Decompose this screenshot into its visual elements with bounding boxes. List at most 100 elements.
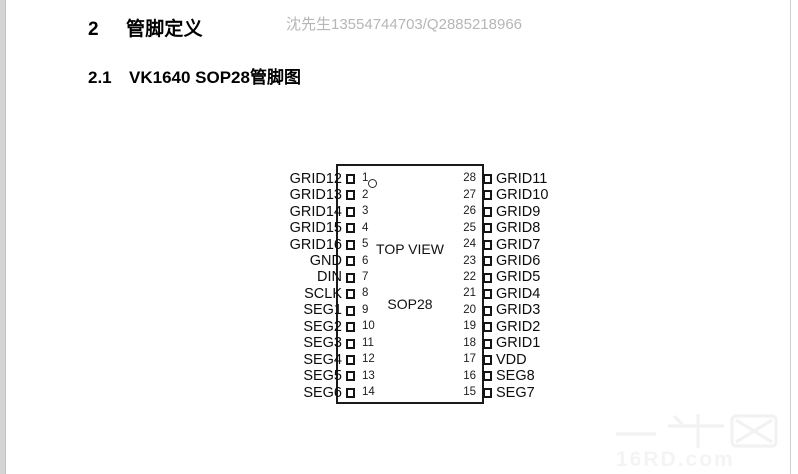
pin-pad-11 — [346, 338, 355, 349]
heading-2-text: VK1640 SOP28管脚图 — [129, 68, 301, 87]
pin-number-26: 26 — [463, 205, 476, 218]
pin-label-gnd: GND — [309, 253, 342, 269]
pin-label-grid13: GRID13 — [289, 187, 342, 204]
pin-label-din: DIN — [317, 269, 342, 286]
pin-label-grid7: GRID7 — [496, 236, 541, 253]
pin-pad-21 — [483, 289, 492, 300]
pin-row-8: SCLK 8 — [258, 286, 380, 302]
pin-label-seg6: SEG6 — [303, 384, 342, 401]
pin-pad-8 — [346, 289, 355, 300]
pin-pad-15 — [483, 387, 492, 398]
heading-1-text: 管脚定义 — [126, 19, 203, 40]
pin-pad-5 — [346, 239, 355, 250]
pin-label-grid6: GRID6 — [496, 253, 541, 269]
pin-number-7: 7 — [362, 270, 369, 283]
pin-label-seg4: SEG4 — [303, 351, 342, 368]
pin-label-grid11: GRID11 — [496, 170, 548, 187]
pin-row-12: SEG4 12 — [258, 352, 380, 368]
chip-package-label: SOP28 — [387, 296, 433, 312]
pin-label-grid2: GRID2 — [496, 318, 541, 335]
pin-pad-16 — [483, 371, 492, 382]
pin-pad-25 — [483, 223, 492, 234]
pin-number-22: 22 — [463, 270, 476, 283]
pin-pad-22 — [483, 272, 492, 283]
pin-pad-19 — [483, 322, 492, 333]
pin-number-10: 10 — [362, 320, 375, 333]
page-left-edge — [0, 0, 6, 474]
pin-row-24: 24 GRID7 — [456, 237, 586, 253]
page-right-rule — [790, 0, 791, 474]
pin-pad-9 — [346, 305, 355, 316]
pin-label-grid3: GRID3 — [496, 302, 541, 319]
pin-row-4: GRID15 4 — [258, 220, 380, 236]
pin-row-28: 28 GRID11 — [456, 171, 586, 187]
site-watermark-text: 16RD.com — [616, 448, 735, 471]
pin-pad-1 — [346, 174, 355, 184]
pin-pad-12 — [346, 354, 355, 365]
pin-row-26: 26 GRID9 — [456, 204, 586, 220]
pin-pad-27 — [483, 190, 492, 201]
pin-label-grid15: GRID15 — [289, 220, 342, 237]
pin-row-2: GRID13 2 — [258, 187, 380, 203]
pin-number-2: 2 — [362, 188, 369, 201]
pin-row-19: 19 GRID2 — [456, 319, 586, 335]
pin-number-19: 19 — [463, 320, 476, 333]
pin-pad-18 — [483, 338, 492, 349]
pin-pad-6 — [346, 256, 355, 267]
pin-pad-28 — [483, 174, 492, 184]
pin-row-18: 18 GRID1 — [456, 336, 586, 352]
pin-label-grid9: GRID9 — [496, 203, 541, 220]
heading-1-number: 2 — [88, 19, 99, 40]
site-watermark: 16RD.com — [612, 410, 784, 472]
pin-pad-20 — [483, 305, 492, 316]
pin-number-16: 16 — [463, 369, 476, 382]
pin-number-21: 21 — [463, 287, 476, 300]
pin-number-14: 14 — [362, 386, 375, 399]
pin-pad-3 — [346, 206, 355, 217]
pin-pad-2 — [346, 190, 355, 201]
pin-pad-24 — [483, 239, 492, 250]
pin-row-7: DIN 7 — [258, 270, 380, 286]
chip-package-body — [336, 164, 484, 404]
pin-label-vdd: VDD — [496, 351, 527, 368]
pin-number-8: 8 — [362, 287, 369, 300]
pin-number-12: 12 — [362, 353, 375, 366]
pin-label-grid16: GRID16 — [289, 236, 342, 253]
pin-label-grid5: GRID5 — [496, 269, 541, 286]
pin-label-grid1: GRID1 — [496, 335, 541, 352]
pin-number-3: 3 — [362, 205, 369, 218]
page-title-section-2-1: 2.1 VK1640 SOP28管脚图 — [88, 63, 301, 88]
heading-2-number: 2.1 — [88, 68, 112, 87]
pin-label-seg7: SEG7 — [496, 384, 535, 401]
pin-number-11: 11 — [362, 336, 374, 349]
document-page: 2 管脚定义 沈先生13554744703/Q2885218966 2.1 VK16… — [6, 0, 790, 474]
pin-number-18: 18 — [463, 336, 476, 349]
pin-label-seg5: SEG5 — [303, 368, 342, 385]
chip-orientation-label: TOP VIEW — [376, 241, 444, 257]
pin-number-4: 4 — [362, 221, 369, 234]
pin-pad-10 — [346, 322, 355, 333]
pin-number-24: 24 — [463, 238, 476, 251]
page-title-section-2: 2 管脚定义 — [88, 14, 203, 41]
pin-pad-13 — [346, 371, 355, 382]
pin-row-22: 22 GRID5 — [456, 270, 586, 286]
contact-watermark: 沈先生13554744703/Q2885218966 — [286, 16, 523, 33]
pin-label-sclk: SCLK — [304, 285, 342, 302]
pin-number-28: 28 — [463, 172, 476, 185]
pin-number-27: 27 — [463, 188, 476, 201]
